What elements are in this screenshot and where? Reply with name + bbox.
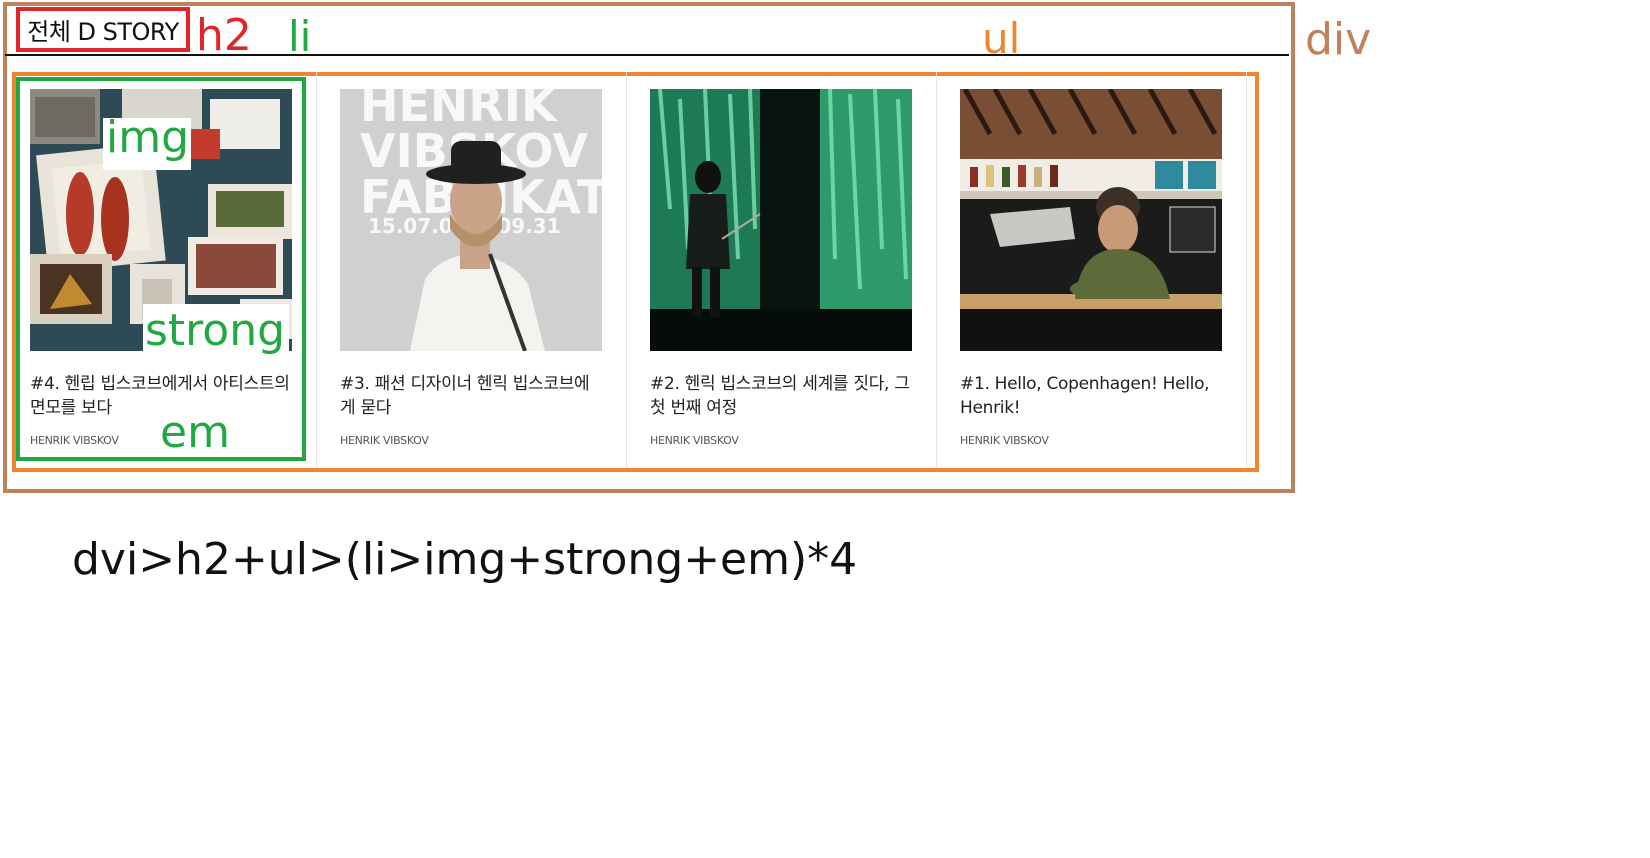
card-separator bbox=[936, 72, 937, 468]
card-title[interactable]: #1. Hello, Copenhagen! Hello, Henrik! bbox=[960, 374, 1210, 418]
photo-text: HENRIK bbox=[360, 89, 559, 132]
story-heading: 전체 D STORY bbox=[27, 18, 179, 46]
strong-label: strong bbox=[145, 305, 286, 356]
card-title[interactable]: #3. 패션 디자이너 헨릭 빕스코브에게 묻다 bbox=[340, 374, 590, 418]
h2-outline bbox=[16, 7, 190, 52]
ul-label: ul bbox=[982, 14, 1021, 63]
card-author: HENRIK VIBSKOV bbox=[30, 434, 119, 447]
ul-outline bbox=[12, 72, 1259, 472]
li-outline bbox=[16, 77, 306, 461]
heading-underline bbox=[5, 54, 1289, 56]
strong-label-bg bbox=[143, 304, 289, 356]
em-label: em bbox=[160, 407, 230, 458]
card-separator bbox=[1246, 72, 1247, 468]
card-title[interactable]: #2. 헨릭 빕스코브의 세계를 짓다, 그 첫 번째 여정 bbox=[650, 374, 910, 418]
card-author: HENRIK VIBSKOV bbox=[650, 434, 739, 447]
card-image-cafe[interactable] bbox=[960, 89, 1222, 351]
img-label-bg bbox=[103, 118, 191, 170]
div-label: div bbox=[1305, 14, 1372, 65]
structure-caption: dvi>h2+ul>(li>img+strong+em)*4 bbox=[72, 534, 858, 585]
div-outline bbox=[3, 2, 1295, 493]
card-title[interactable]: #4. 헨립 빕스코브에게서 아티스트의 면모를 보다 bbox=[30, 374, 290, 418]
img-label: img bbox=[106, 112, 190, 163]
li-label: li bbox=[288, 12, 312, 61]
card-image-designer[interactable]: HENRIK VIBSKOV FABRIKATE 15.07.09 ~ 09.3… bbox=[340, 89, 602, 351]
h2-label: h2 bbox=[196, 10, 252, 61]
card-separator bbox=[626, 72, 627, 468]
card-author: HENRIK VIBSKOV bbox=[960, 434, 1049, 447]
card-author: HENRIK VIBSKOV bbox=[340, 434, 429, 447]
card-separator bbox=[316, 72, 317, 468]
card-image-installation[interactable] bbox=[650, 89, 912, 351]
